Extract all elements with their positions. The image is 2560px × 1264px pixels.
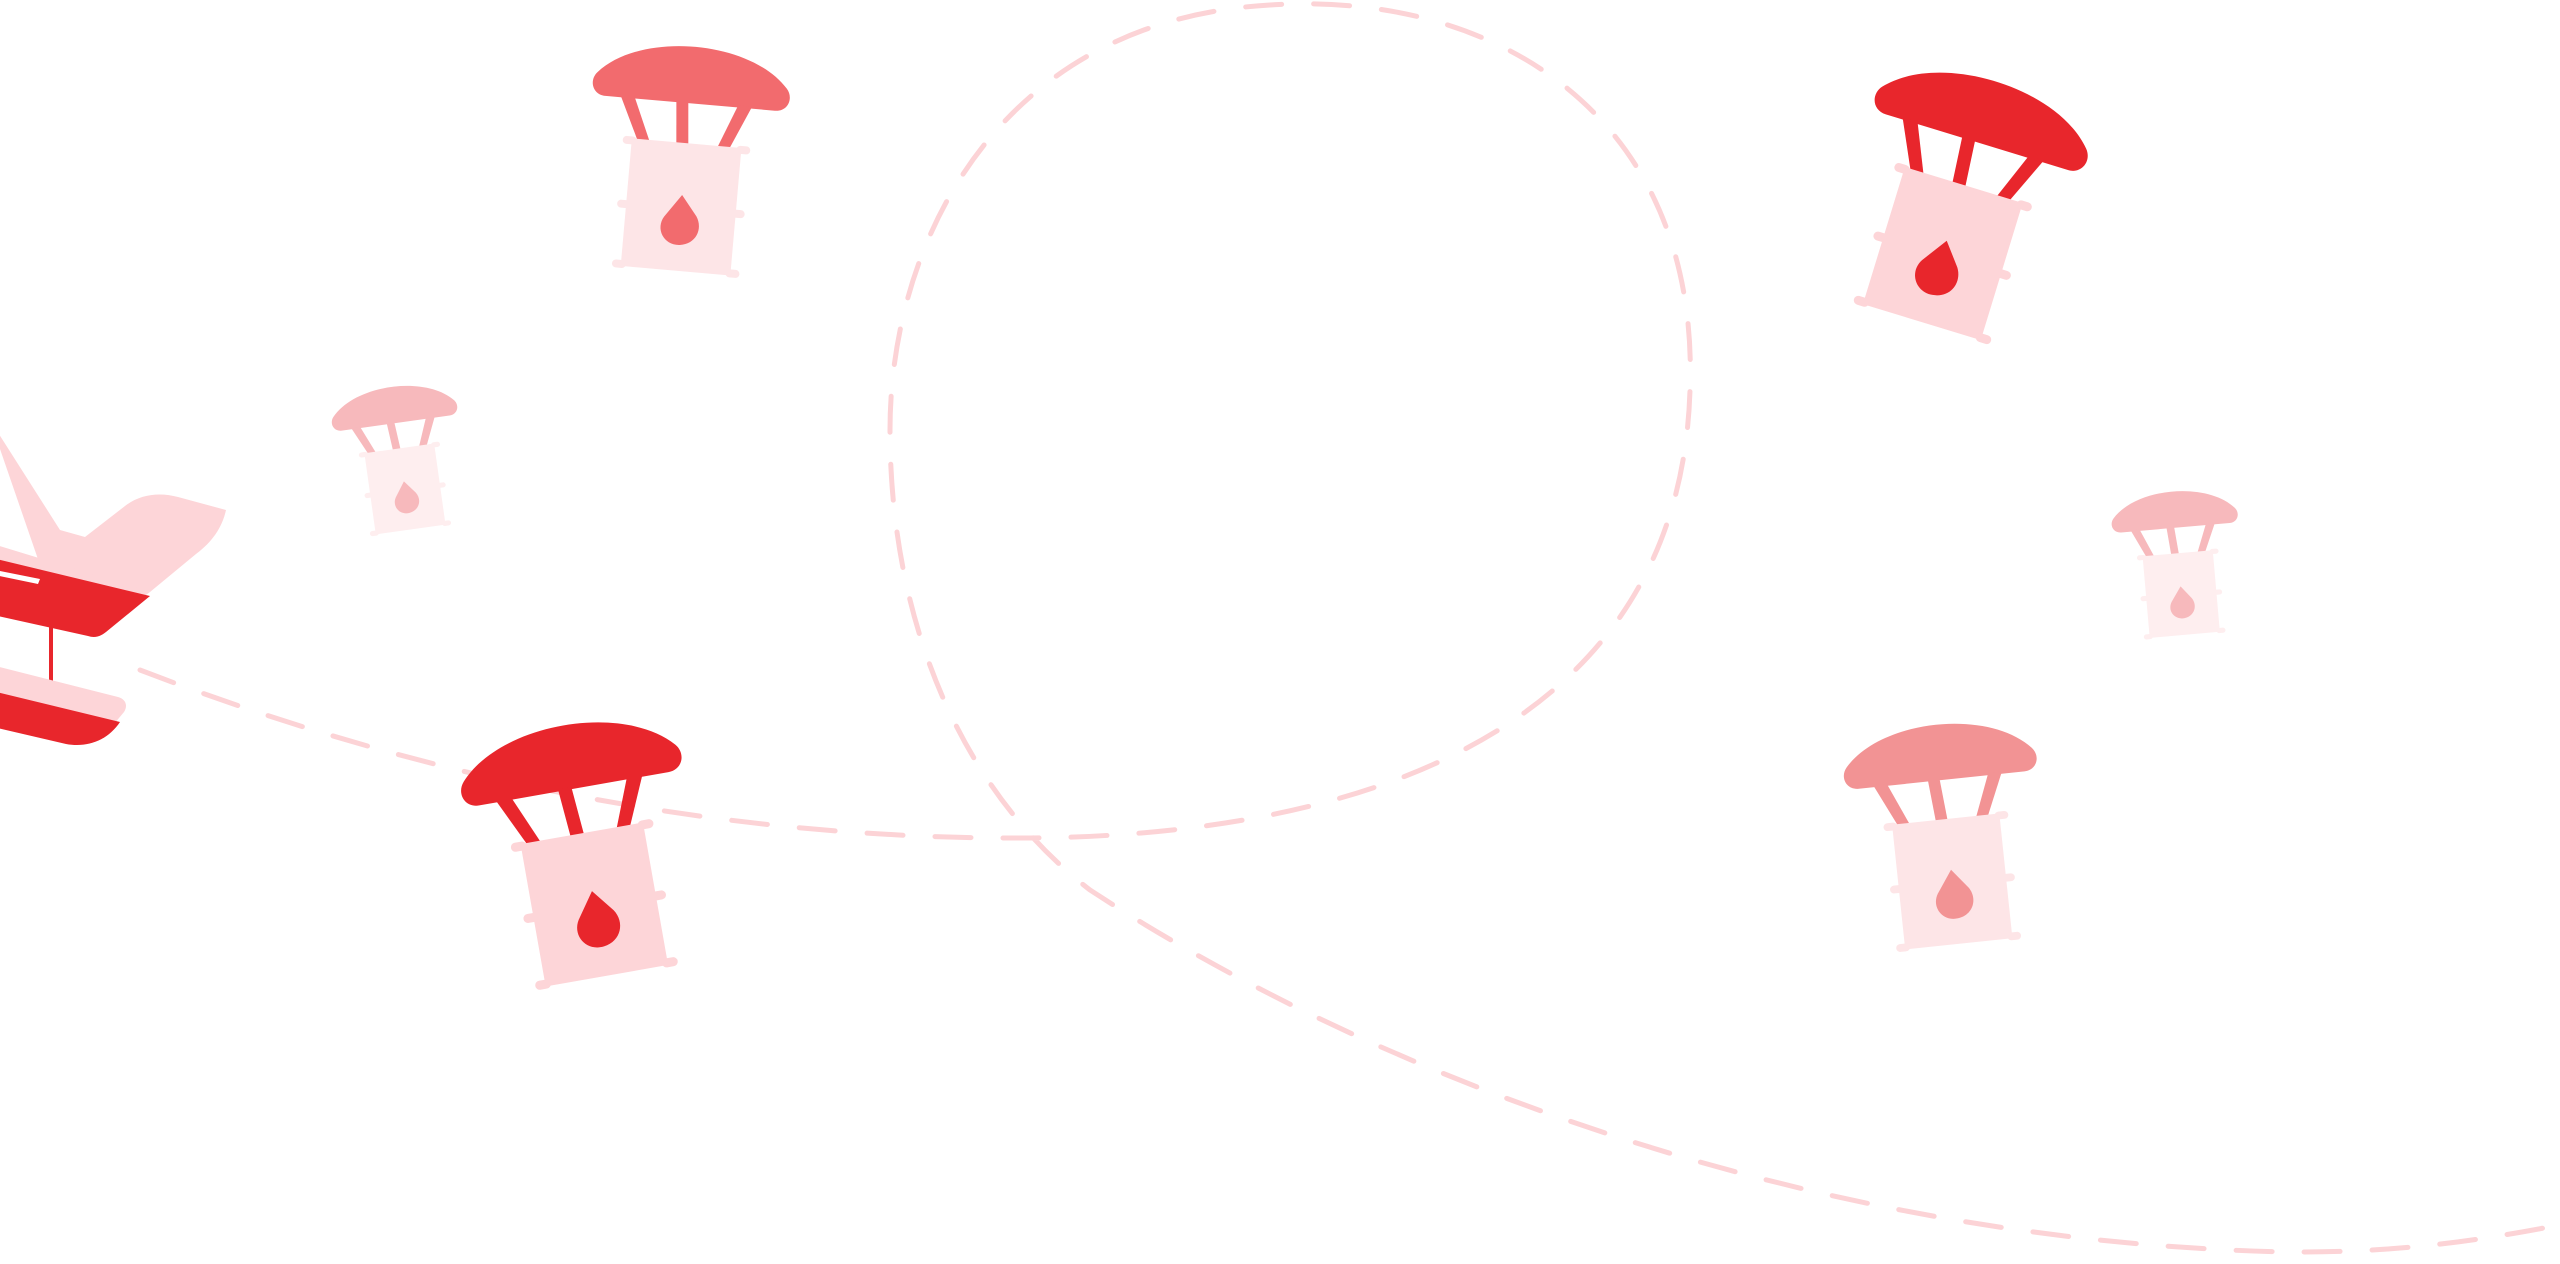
parachute-blood-crate-icon <box>592 46 790 278</box>
blood-drop-icon <box>1936 869 1974 919</box>
parachute-blood-crate-icon <box>461 722 682 990</box>
blood-drop-icon <box>660 194 699 245</box>
parachute-blood-crate-icon <box>2111 491 2238 640</box>
parachute-blood-crate-icon <box>331 385 458 537</box>
blood-drop-icon <box>1915 240 1959 296</box>
parachute-blood-crate-icon <box>1843 723 2037 952</box>
parachute-blood-crate-icon <box>1853 72 2088 345</box>
blood-drop-icon <box>2170 586 2195 619</box>
blood-drop-icon <box>577 891 621 948</box>
blood-drop-icon <box>394 481 420 514</box>
airplane-icon <box>0 435 226 745</box>
